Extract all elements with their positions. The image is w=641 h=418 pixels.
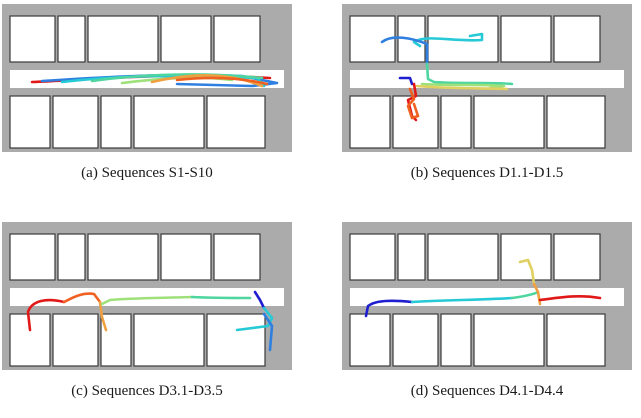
panel-d: (d) Sequences D4.1-D4.4 <box>342 222 632 399</box>
caption-d: (d) Sequences D4.1-D4.4 <box>410 383 564 399</box>
caption-b: (b) Sequences D1.1-D1.5 <box>410 165 564 181</box>
floorplan-map-c <box>2 222 292 370</box>
rooms-a <box>9 15 284 149</box>
trajectories-a <box>30 73 279 88</box>
caption-c: (c) Sequences D3.1-D3.5 <box>71 383 223 399</box>
trajectories-c <box>26 290 274 352</box>
panel-a: (a) Sequences S1-S10 <box>2 4 292 181</box>
floorplan-map-b <box>342 4 632 152</box>
trajectories-b <box>380 32 514 122</box>
floorplan-map-d <box>342 222 632 370</box>
caption-a: (a) Sequences S1-S10 <box>81 165 213 181</box>
panel-b: (b) Sequences D1.1-D1.5 <box>342 4 632 181</box>
panel-c: (c) Sequences D3.1-D3.5 <box>2 222 292 399</box>
floorplan-map-a <box>2 4 292 152</box>
trajectories-d <box>364 258 602 318</box>
rooms-d <box>349 233 624 367</box>
